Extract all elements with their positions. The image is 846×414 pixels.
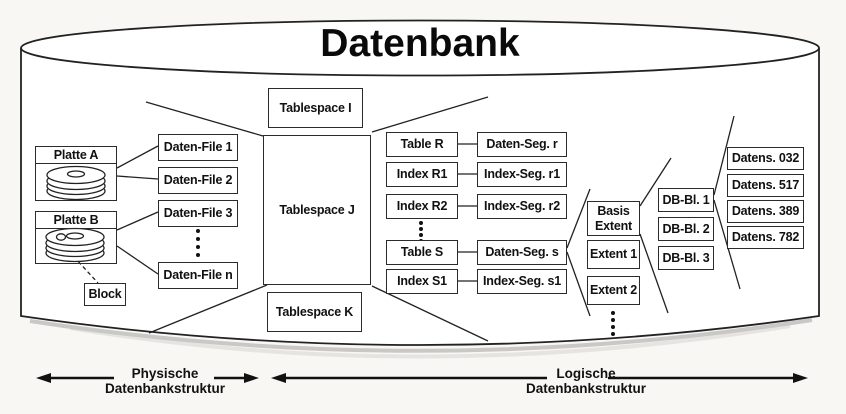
physical-structure-arrow — [36, 373, 259, 383]
extent-box: Extent 1 — [587, 240, 640, 269]
table-box: Table R — [386, 132, 458, 157]
record-box: Datens. 032 — [727, 147, 804, 170]
disk-icon — [46, 165, 106, 201]
table-to-segment-lines — [458, 143, 477, 282]
extent-box: Basis Extent — [587, 201, 640, 236]
disk-to-file-lines — [116, 145, 159, 275]
disk-platte-a: Platte A — [35, 146, 117, 201]
tablespace-box: Tablespace I — [268, 88, 363, 128]
datafile-box: Daten-File n — [158, 262, 238, 289]
legend-line: Datenbankstruktur — [525, 381, 647, 396]
disk-platte-b: Platte B — [35, 211, 117, 264]
block-box: Block — [84, 283, 126, 306]
segment-box: Index-Seg. s1 — [477, 269, 567, 294]
extent-ellipsis-dots — [611, 311, 615, 336]
datafile-box: Daten-File 2 — [158, 167, 238, 194]
record-box: Datens. 782 — [727, 226, 804, 249]
db-block-box: DB-Bl. 3 — [658, 246, 714, 270]
table-box: Index R2 — [386, 194, 458, 219]
datafile-ellipsis-dots — [196, 229, 200, 257]
record-box: Datens. 389 — [727, 200, 804, 223]
segment-to-extent-fan — [566, 188, 591, 317]
segment-box: Index-Seg. r1 — [477, 162, 567, 187]
disk-label: Platte B — [36, 212, 116, 229]
physical-structure-label: Physische Datenbankstruktur — [90, 366, 240, 396]
db-block-box: DB-Bl. 1 — [658, 188, 714, 212]
db-block-box: DB-Bl. 2 — [658, 217, 714, 241]
tablespace-box: Tablespace J — [263, 135, 371, 285]
datafile-box: Daten-File 1 — [158, 134, 238, 161]
extent-to-dbblock-fan — [639, 157, 672, 314]
segment-box: Index-Seg. r2 — [477, 194, 567, 219]
segment-box: Daten-Seg. s — [477, 240, 567, 265]
legend-line: Physische — [131, 366, 199, 381]
disk-label: Platte A — [36, 147, 116, 164]
table-box: Index R1 — [386, 162, 458, 187]
logical-structure-label: Logische Datenbankstruktur — [511, 366, 661, 396]
table-box: Table S — [386, 240, 458, 265]
diagram-title: Datenbank — [320, 22, 520, 65]
logical-structure-arrow — [271, 373, 808, 383]
record-box: Datens. 517 — [727, 174, 804, 197]
extent-box: Extent 2 — [587, 276, 640, 305]
block-marker-icon — [55, 233, 67, 241]
tablespace-fan-lines — [145, 96, 489, 342]
legend-line: Datenbankstruktur — [104, 381, 226, 396]
legend-line: Logische — [556, 366, 616, 381]
table-box: Index S1 — [386, 269, 458, 294]
disk-icon — [45, 227, 105, 263]
tablespace-box: Tablespace K — [267, 292, 362, 332]
datafile-box: Daten-File 3 — [158, 200, 238, 227]
segment-box: Daten-Seg. r — [477, 132, 567, 157]
